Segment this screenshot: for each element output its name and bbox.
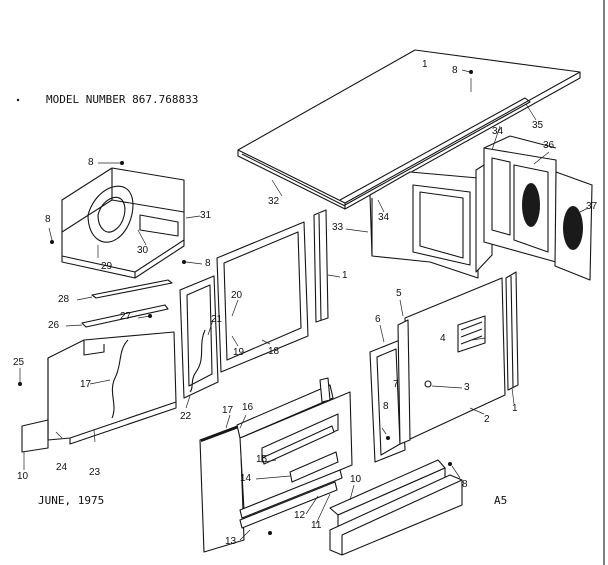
callout-12: 12: [294, 510, 306, 521]
callout-7: 7: [393, 379, 399, 390]
vertical-channel-left: [313, 209, 329, 323]
mounting-strip-upper: [91, 279, 173, 299]
callout-3: 3: [464, 382, 470, 393]
callout-31: 31: [200, 210, 212, 221]
callout-24: 24: [56, 462, 68, 473]
callout-2: 2: [484, 414, 490, 425]
callout-11: 11: [311, 520, 322, 531]
side-frame: [179, 275, 219, 399]
callout-10: 10: [17, 471, 29, 482]
leader-lines: [18, 69, 589, 541]
callout-23: 23: [89, 467, 101, 478]
callout-1: 1: [422, 59, 428, 70]
callout-35: 35: [532, 120, 544, 131]
model-number-label: MODEL NUMBER 867.768833: [46, 93, 199, 106]
callout-5: 5: [396, 288, 402, 299]
base-pan: [329, 459, 463, 556]
callout-4: 4: [440, 333, 446, 344]
callout-1: 1: [512, 403, 518, 414]
callout-26: 26: [48, 320, 60, 331]
front-panel-assembly: [199, 377, 353, 553]
left-side-panel: [21, 331, 177, 453]
callout-36: 36: [543, 140, 555, 151]
callout-8: 8: [205, 258, 211, 269]
callout-30: 30: [137, 245, 149, 256]
callout-14: 14: [240, 473, 252, 484]
callout-1: 1: [342, 270, 348, 281]
callout-19: 19: [233, 347, 245, 358]
callout-33: 33: [332, 222, 344, 233]
callout-8: 8: [45, 214, 51, 225]
callout-18: 18: [268, 346, 280, 357]
top-cover: [237, 49, 581, 210]
callout-6: 6: [375, 314, 381, 325]
callout-8: 8: [462, 479, 468, 490]
date-label: JUNE, 1975: [38, 494, 105, 507]
callout-17: 17: [222, 405, 234, 416]
right-side-panel: [404, 277, 506, 441]
blower-housing: [61, 167, 185, 279]
strip-14: [289, 451, 339, 483]
callout-10: 10: [350, 474, 362, 485]
callout-17: 17: [80, 379, 92, 390]
callout-34: 34: [378, 212, 390, 223]
callout-22: 22: [180, 411, 192, 422]
callout-28: 28: [58, 294, 70, 305]
callout-16: 16: [242, 402, 254, 413]
vertical-channel-inner: [397, 319, 411, 445]
filter-frame: [216, 221, 309, 373]
callout-8: 8: [88, 157, 94, 168]
callout-32: 32: [268, 196, 280, 207]
callout-29: 29: [101, 261, 113, 272]
callout-37: 37: [586, 201, 598, 212]
callout-8: 8: [452, 65, 458, 76]
callout-15: 15: [256, 454, 268, 465]
page-code-label: A5: [494, 494, 508, 507]
fan-guard: [554, 171, 593, 281]
callout-34: 34: [492, 126, 504, 137]
rear-rail: [339, 97, 531, 206]
mounting-strip-lower: [81, 304, 169, 328]
strip-15: [261, 425, 335, 465]
callout-8: 8: [383, 401, 389, 412]
callout-27: 27: [120, 311, 132, 322]
callout-25: 25: [13, 357, 25, 368]
callout-13: 13: [225, 536, 237, 547]
callout-20: 20: [231, 290, 243, 301]
callout-21: 21: [211, 314, 223, 325]
